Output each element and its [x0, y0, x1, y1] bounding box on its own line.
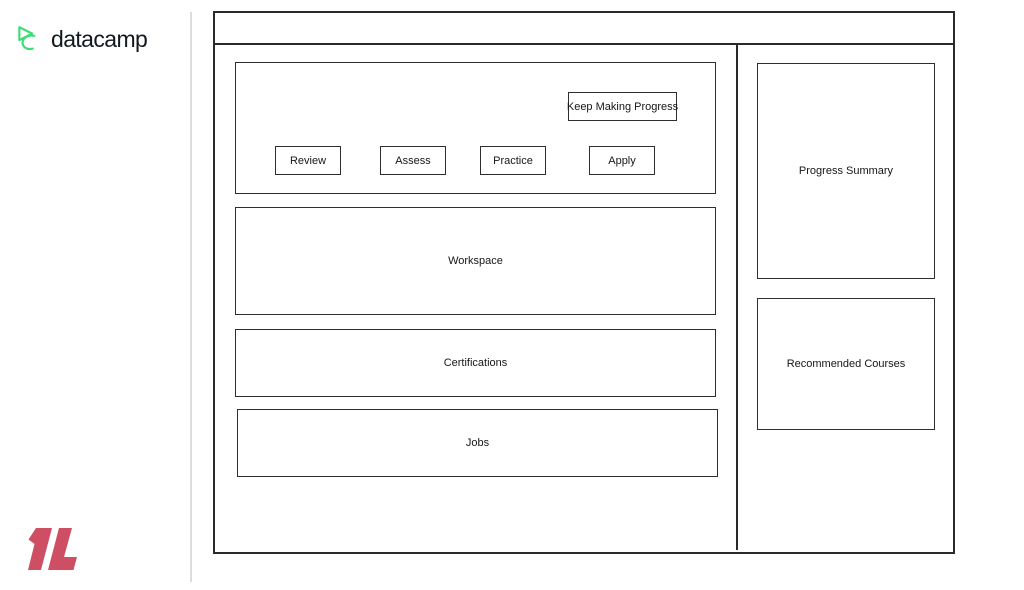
jobs-section: Jobs	[237, 409, 718, 477]
assess-button[interactable]: Assess	[380, 146, 446, 175]
wireframe-body: Keep Making Progress Review Assess Pract…	[215, 45, 953, 550]
main-sidebar-divider	[736, 45, 738, 550]
practice-button[interactable]: Practice	[480, 146, 546, 175]
wireframe-header-bar	[215, 13, 953, 45]
apply-label: Apply	[608, 154, 636, 167]
wireframe-frame: Keep Making Progress Review Assess Pract…	[213, 11, 955, 554]
recommended-courses-panel: Recommended Courses	[757, 298, 935, 430]
datacamp-brand: datacamp	[14, 24, 148, 54]
jobs-label: Jobs	[465, 437, 490, 449]
workspace-label: Workspace	[448, 255, 503, 267]
certifications-label: Certifications	[443, 357, 508, 369]
keep-making-progress-button[interactable]: Keep Making Progress	[566, 92, 679, 121]
progress-summary-label: Progress Summary	[798, 165, 894, 177]
certifications-section: Certifications	[235, 329, 716, 397]
practice-label: Practice	[493, 154, 533, 167]
workspace-section: Workspace	[235, 207, 716, 315]
apply-button[interactable]: Apply	[589, 146, 655, 175]
progress-summary-panel: Progress Summary	[757, 63, 935, 279]
review-label: Review	[289, 154, 327, 167]
cta-label: Keep Making Progress	[566, 100, 679, 113]
recommended-courses-label: Recommended Courses	[786, 358, 906, 370]
red-slashes-logo-icon	[28, 528, 77, 570]
assess-label: Assess	[395, 154, 431, 167]
datacamp-wordmark: datacamp	[51, 26, 148, 52]
datacamp-logo-icon	[18, 26, 36, 51]
review-button[interactable]: Review	[275, 146, 341, 175]
vertical-divider	[190, 12, 192, 582]
hero-panel: Keep Making Progress Review Assess Pract…	[235, 62, 716, 194]
